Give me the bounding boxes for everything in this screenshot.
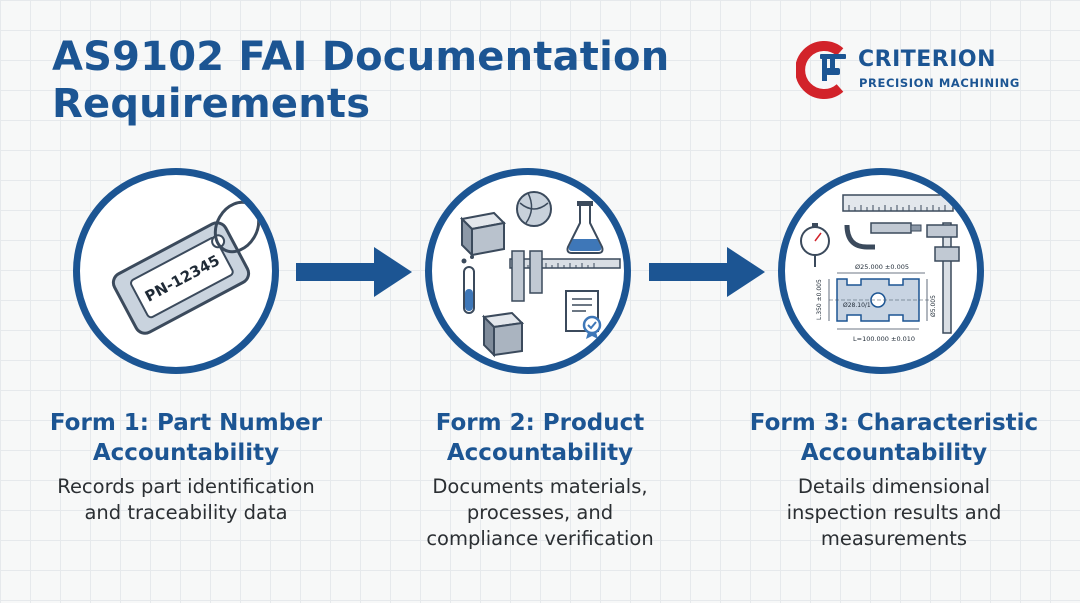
arrow-right-icon [296, 247, 412, 297]
page-title: AS9102 FAI Documentation Requirements [52, 34, 670, 127]
company-logo: CRITERION PRECISION MACHINING [795, 40, 1036, 100]
form2-title-line1: Form 2: Product [435, 410, 645, 436]
form2-desc-line1: Documents materials, [432, 475, 648, 498]
form3-desc-line1: Details dimensional [797, 475, 991, 498]
form1-desc-line2: and traceability data [84, 501, 288, 524]
form1-title: Form 1: Part Number Accountability [21, 408, 351, 468]
form3-desc-line2: inspection results and [786, 501, 1002, 524]
form2-description: Documents materials, processes, and comp… [375, 474, 705, 552]
form1-block: Form 1: Part Number Accountability Recor… [21, 408, 351, 526]
form3-block: Form 3: Characteristic Accountability De… [729, 408, 1059, 552]
materials-processes-icon [459, 191, 621, 358]
form1-title-line1: Form 1: Part Number [49, 410, 323, 436]
form3-title: Form 3: Characteristic Accountability [729, 408, 1059, 468]
form3-illustration: Ø25.000 ±0.005 Ø28.10/1 L.350 ±0.005 Ø5.… [778, 168, 984, 374]
form2-desc-line3: compliance verification [426, 527, 654, 550]
form3-title-line2: Accountability [800, 440, 988, 466]
inspection-drawing-icon: Ø25.000 ±0.005 Ø28.10/1 L.350 ±0.005 Ø5.… [800, 194, 960, 343]
part-tag-icon: PN-12345 [111, 200, 261, 335]
form2-block: Form 2: Product Accountability Documents… [375, 408, 705, 552]
logo-name: CRITERION [858, 47, 997, 72]
logo-subtitle: PRECISION MACHINING [859, 76, 1020, 90]
form1-illustration: PN-12345 [73, 168, 279, 374]
form3-description: Details dimensional inspection results a… [729, 474, 1059, 552]
dim-left: L.350 ±0.005 [816, 279, 823, 320]
dim-right: Ø5.005 [930, 295, 937, 317]
arrow-right-icon [649, 247, 765, 297]
dim-bottom: L=100.000 ±0.010 [853, 335, 915, 343]
form3-desc-line3: measurements [820, 527, 968, 550]
form3-title-line1: Form 3: Characteristic [749, 410, 1039, 436]
form2-illustration [425, 168, 631, 374]
form1-desc-line1: Records part identification [57, 475, 315, 498]
form2-title-line2: Accountability [446, 440, 634, 466]
dim-top: Ø25.000 ±0.005 [855, 263, 909, 271]
form2-title: Form 2: Product Accountability [375, 408, 705, 468]
form1-title-line2: Accountability [92, 440, 280, 466]
form1-description: Records part identification and traceabi… [21, 474, 351, 526]
form2-desc-line2: processes, and [466, 501, 614, 524]
dim-inner: Ø28.10/1 [843, 302, 871, 309]
caliper-c-icon [795, 41, 846, 99]
